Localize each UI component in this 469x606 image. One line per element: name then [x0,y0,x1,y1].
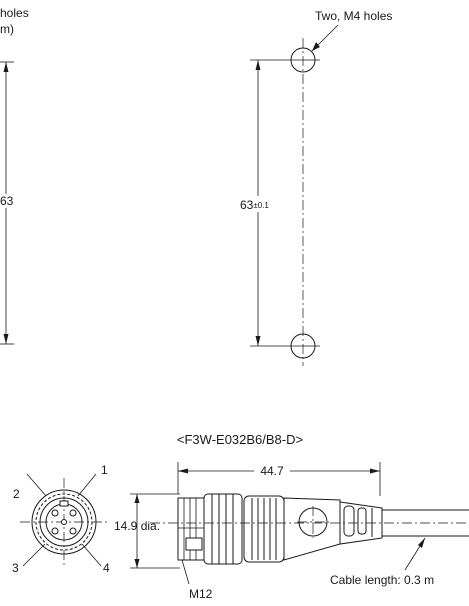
pin-label-1: 1 [101,463,108,477]
pin-label-3: 3 [12,561,19,575]
hole-note: Two, M4 holes [315,9,392,23]
diameter-dimension: 14.9 dia. [114,493,180,569]
connector-section: <F3W-E032B6/B8-D> 1 2 3 4 [12,432,469,601]
pin-4-contact [69,527,77,535]
left-hole-note-2: m) [0,22,14,36]
cable-length-label: Cable length: 0.3 m [330,573,434,587]
connector-side-view [150,493,469,565]
pin-3-contact [51,527,59,535]
length-dimension: 44.7 [177,462,381,496]
left-hole-note-1: holes [0,6,29,20]
length-label: 44.7 [260,464,284,478]
diameter-label: 14.9 dia. [114,519,160,533]
pin-label-4: 4 [103,561,110,575]
connector-body [283,497,341,561]
dimension-label-63: 63±0.1 [240,198,269,212]
left-view: holes m) 63 [0,6,29,345]
connector-face-view: 1 2 3 4 [12,463,110,575]
left-dimension-label: 63 [0,194,14,208]
connector-thread-body [177,497,205,561]
right-view: Two, M4 holes 63±0.1 [238,9,392,366]
thread-label: M12 [189,587,213,601]
pin-1-contact [69,509,77,517]
pin-label-2: 2 [13,487,20,501]
pin-2-contact [51,509,59,517]
connector-knurl-outer [31,489,97,555]
left-arrow-top [3,62,9,72]
left-arrow-bottom [3,334,9,344]
connector-coupling-ring [203,493,243,565]
connector-title: <F3W-E032B6/B8-D> [177,432,303,447]
connector-key [59,500,69,507]
pin-center-contact [61,519,67,525]
